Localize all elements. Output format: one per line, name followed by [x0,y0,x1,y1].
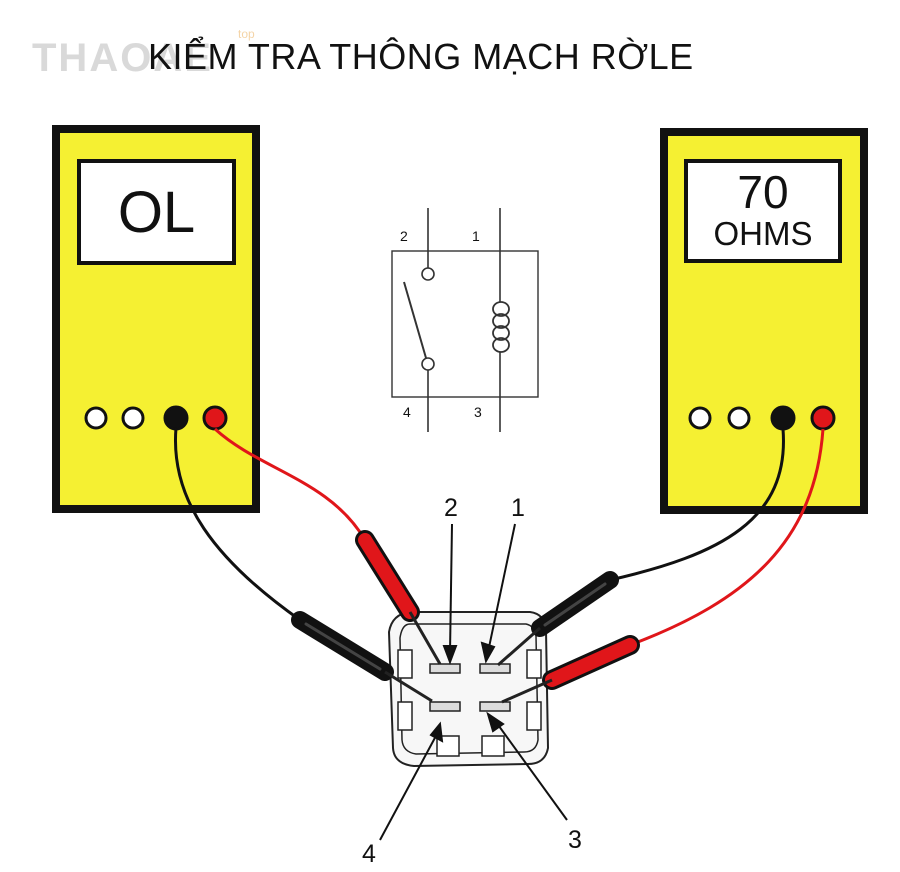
right-black-lead [497,428,785,667]
left-multimeter [52,125,260,513]
left-meter-reading: OL [117,179,196,245]
left-black-lead [173,427,433,703]
right-multimeter [660,128,868,514]
pin-1 [479,663,511,674]
schematic-terminal-4: 4 [403,404,411,420]
right-meter-value: 70 [737,166,789,218]
watermark: THAOAE [32,36,213,80]
coil-symbol [492,301,510,353]
jack-v-ohm [202,405,228,431]
page-title: KIỂM TRA THÔNG MẠCH RỜLE [148,36,694,77]
jack-v-ohm [810,405,836,431]
jack-com [163,405,189,431]
pin-3 [479,701,511,712]
connector-label-4: 4 [362,840,376,868]
left-red-lead [213,427,442,665]
left-meter-display: OL [81,163,232,261]
jack-2 [121,406,145,430]
jack-com [770,405,796,431]
terminal-callouts [379,523,568,841]
pin-2 [429,663,461,674]
right-red-lead [501,428,825,704]
watermark-suffix: top [238,27,255,41]
right-meter-unit: OHMS [713,215,813,252]
schematic-terminal-1: 1 [472,228,480,244]
jack-1 [688,406,712,430]
pin-4 [429,701,461,712]
connector-label-1: 1 [511,494,525,522]
connector-label-2: 2 [444,494,458,522]
schematic-terminal-2: 2 [400,228,408,244]
relay-schematic [391,208,539,432]
jack-2 [727,406,751,430]
schematic-terminal-3: 3 [474,404,482,420]
jack-1 [84,406,108,430]
connector-label-3: 3 [568,826,582,854]
right-meter-display: 70 OHMS [688,163,838,259]
